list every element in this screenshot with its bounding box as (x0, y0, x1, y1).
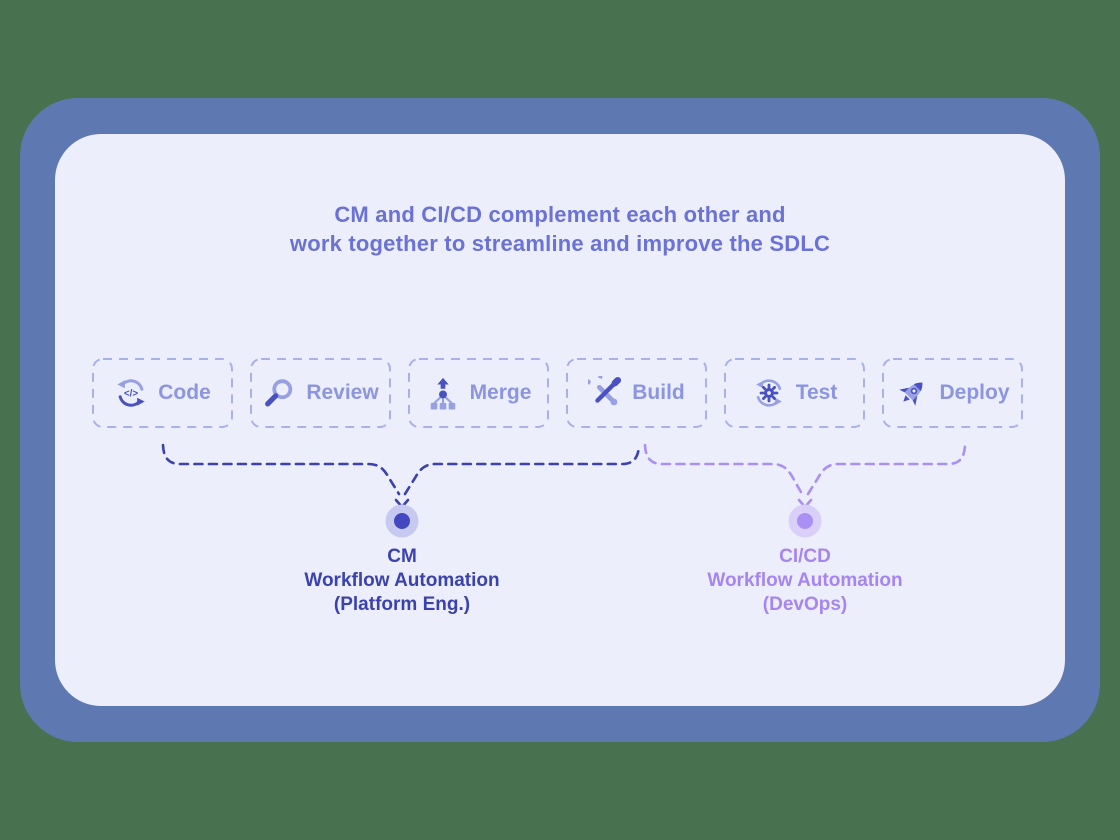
cm-group-line2: Workflow Automation (304, 570, 500, 591)
stage-box-review: Review (250, 358, 391, 428)
code-cycle-icon: </> (117, 379, 145, 407)
cicd-group-line3: (DevOps) (762, 594, 848, 615)
cicd-group-label: CI/CD Workflow Automation (DevOps) (635, 545, 975, 617)
outer-card (20, 98, 1100, 742)
cicd-group-line2: Workflow Automation (707, 570, 903, 591)
title-line-2: work together to streamline and improve … (289, 231, 831, 256)
stage-box-deploy: Deploy (882, 358, 1023, 428)
magnifier-icon (265, 379, 293, 407)
dashed-border (882, 358, 1023, 428)
dashed-border (250, 358, 391, 428)
merge-branch-icon (430, 377, 455, 410)
cm-group-name: CM (387, 546, 417, 567)
stage-box-code: </> Code (92, 358, 233, 428)
dashed-border (408, 358, 549, 428)
diagram-title: CM and CI/CD complement each other and w… (55, 200, 1065, 258)
stage-box-test: Test (724, 358, 865, 428)
stage-label-merge: Merge (469, 381, 532, 404)
rocket-icon (899, 382, 923, 406)
stage-label-deploy: Deploy (939, 381, 1010, 404)
title-line-1: CM and CI/CD complement each other and (334, 202, 786, 227)
stage-box-build: Build (566, 358, 707, 428)
cm-group-label: CM Workflow Automation (Platform Eng.) (232, 545, 572, 617)
dashed-border (92, 358, 233, 428)
gear-cycle-icon (755, 379, 782, 407)
cm-group-line3: (Platform Eng.) (333, 594, 471, 615)
stage-label-review: Review (306, 381, 379, 404)
sdlc-stage-row: </> Code Review Merge (92, 358, 1023, 428)
wrench-screwdriver-icon (588, 376, 622, 406)
stage-label-code: Code (158, 381, 211, 404)
diagram-panel (55, 134, 1065, 706)
cicd-group-name: CI/CD (779, 546, 831, 567)
dashed-border (566, 358, 707, 428)
stage-box-merge: Merge (408, 358, 549, 428)
svg-text:</>: </> (124, 389, 139, 400)
stage-label-test: Test (795, 381, 838, 404)
dashed-border (724, 358, 865, 428)
stage-label-build: Build (632, 381, 685, 404)
